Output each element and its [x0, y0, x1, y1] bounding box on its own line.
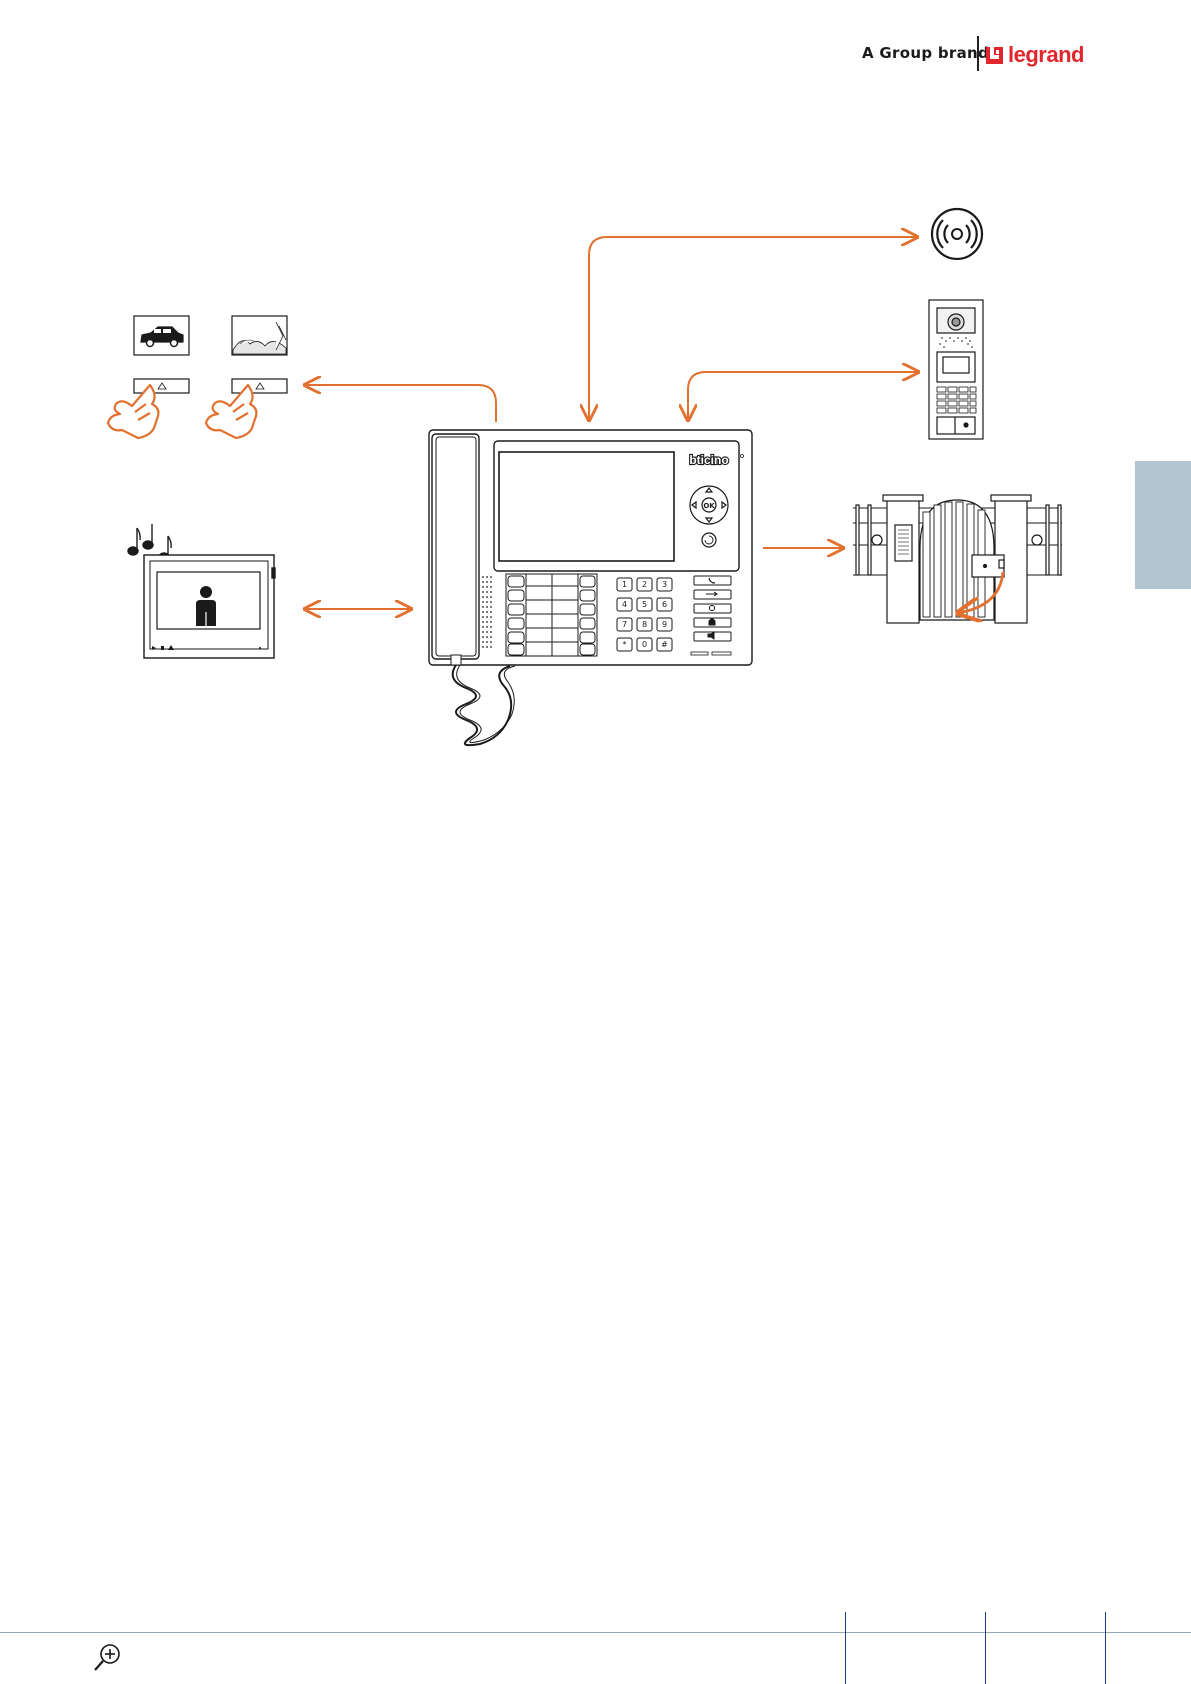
push-button-2: [232, 379, 287, 393]
keypad-key-label: 9: [662, 620, 667, 629]
keypad-key-label: 6: [662, 600, 667, 609]
footer-column-divider: [1105, 1612, 1106, 1684]
keypad-key-label: 0: [642, 640, 647, 649]
keypad-key-label: 1: [622, 580, 627, 589]
keypad-key-label: 5: [642, 600, 647, 609]
keypad-key-label: *: [623, 640, 627, 649]
hand-press-icon: [206, 385, 256, 438]
alarm-key-icon: [709, 619, 715, 625]
entrance-panel-icon: [929, 300, 983, 439]
camera-landscape-icon: [232, 316, 287, 355]
keypad-key-label: #: [661, 640, 668, 649]
ok-button-label: OK: [703, 502, 715, 510]
hand-press-icon: [108, 385, 158, 438]
gate-icon: [853, 495, 1062, 623]
footer-divider: [0, 1632, 1191, 1633]
switchboard-brand-label: bticino: [689, 453, 728, 467]
keypad-key-label: 7: [622, 620, 627, 629]
footer-column-divider: [845, 1612, 846, 1684]
keypad-key-label: 8: [642, 620, 647, 629]
arrow-to-siren: [589, 237, 917, 420]
camera-car-icon: [134, 316, 189, 355]
alarm-siren-icon: [932, 209, 982, 259]
push-button-1: [134, 379, 189, 393]
arrow-to-cameras: [305, 385, 496, 422]
keypad-key-label: 3: [662, 580, 667, 589]
footer-column-divider: [985, 1612, 986, 1684]
keypad-key-label: 2: [642, 580, 647, 589]
speaker-grille: [482, 576, 492, 648]
keypad-key-label: 4: [622, 600, 627, 609]
zoom-in-icon[interactable]: [92, 1643, 122, 1673]
arrow-to-entrance-panel: [688, 372, 918, 420]
video-monitor-icon: [144, 555, 275, 658]
directory-keys: [506, 574, 597, 656]
